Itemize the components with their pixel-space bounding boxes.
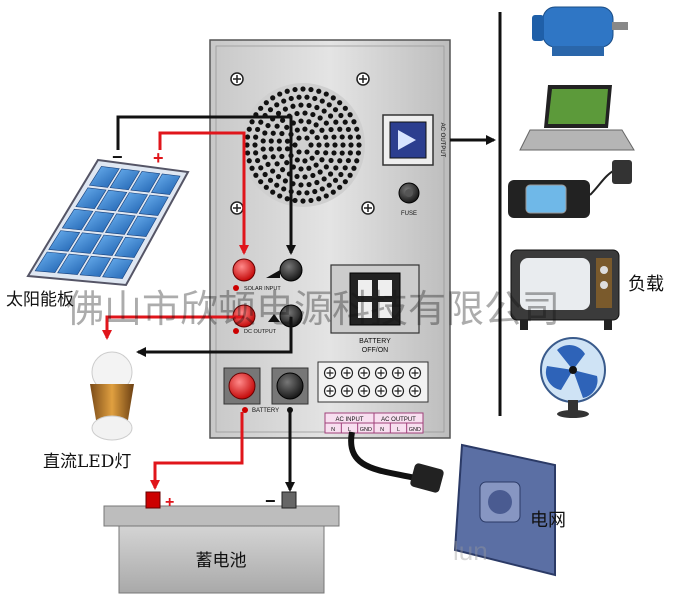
battery-switch-label-2: OFF/ON [362, 347, 388, 354]
grid-label: 电网 [530, 510, 566, 531]
battery-box: + − 蓄电池 [103, 491, 340, 594]
ac-output-header: AC OUTPUT [381, 417, 416, 423]
inverter-panel: AC OUTPUT FUSE SOLAR INPUT DC OUTPUT [209, 39, 451, 439]
tv-icon [510, 249, 620, 330]
led-light-label: 直流LED灯 [43, 452, 131, 472]
load-devices: 负载 [508, 6, 664, 418]
battery-minus-sign: − [265, 491, 276, 511]
battery-terminal-label: BATTERY [252, 408, 279, 414]
battery-switch-label-1: BATTERY [359, 338, 391, 345]
wiring [102, 115, 496, 492]
dc-output-label: DC OUTPUT [244, 329, 277, 335]
terminal-cell-label: GND [360, 427, 372, 433]
battery-plus-sign: + [165, 494, 174, 511]
watermark-tail: lun [453, 536, 488, 566]
ac-output-socket: AC OUTPUT [382, 114, 445, 166]
fan-icon [540, 337, 606, 418]
fuse-holder: FUSE [398, 182, 420, 217]
wall-socket-icon [453, 443, 556, 577]
ac-output-side-label: AC OUTPUT [439, 123, 445, 158]
ac-terminal-block: AC INPUT AC OUTPUT N L GND N L GND [317, 361, 429, 434]
solar-minus-sign: − [112, 147, 123, 167]
solar-input-label: SOLAR INPUT [244, 286, 281, 292]
screw-icon [230, 72, 375, 215]
solar-input-arrow-icon [266, 270, 280, 278]
led-bulb: 直流LED灯 [43, 351, 134, 472]
motor-icon [532, 6, 628, 56]
terminal-cell-label: N [380, 427, 384, 433]
terminal-cell-label: GND [409, 427, 421, 433]
bulb-small-icon [268, 314, 280, 322]
ac-input-header: AC INPUT [335, 417, 363, 423]
fuse-label: FUSE [401, 211, 417, 217]
battery-terminals: BATTERY [223, 367, 309, 414]
terminal-cell-label: N [331, 427, 335, 433]
phone-charger-icon [508, 160, 632, 218]
terminal-cell-label: L [397, 427, 400, 433]
grid-connection: 电网 [348, 431, 566, 577]
laptop-icon [519, 85, 635, 151]
solar-panel-label: 太阳能板 [6, 290, 74, 310]
solar-plus-sign: + [153, 148, 164, 168]
battery-switch: BATTERY OFF/ON [330, 264, 420, 354]
watermark-text: 佛山市欣顿电源科技有限公司 [66, 287, 560, 331]
load-label: 负载 [628, 274, 664, 295]
solar-input-terminals: SOLAR INPUT [232, 258, 303, 292]
fan-grill [241, 83, 365, 207]
terminal-cell-label: L [348, 427, 351, 433]
battery-label: 蓄电池 [196, 551, 247, 571]
solar-panel: 太阳能板 − + [6, 147, 190, 310]
